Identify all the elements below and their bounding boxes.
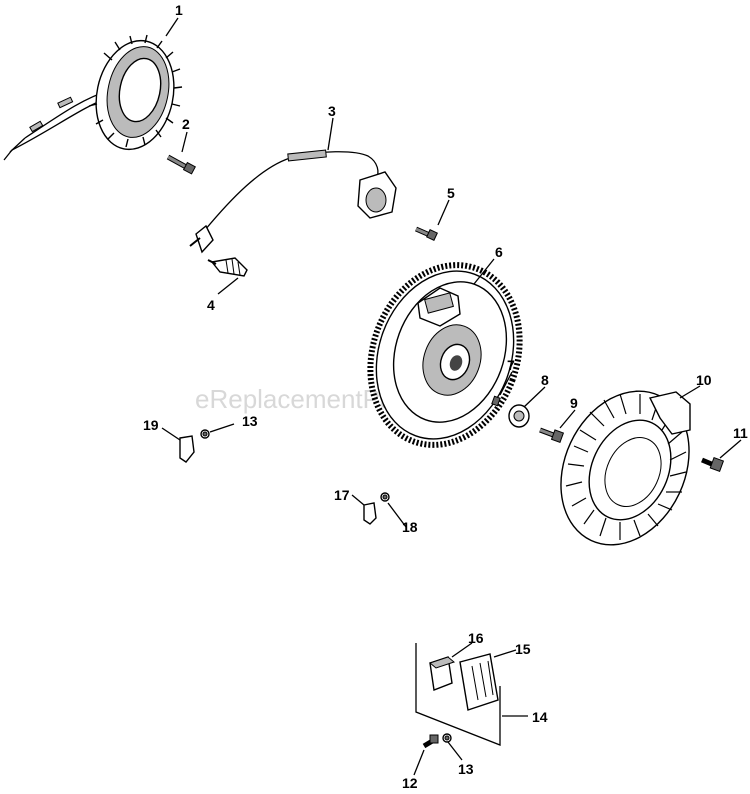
nut-part-13-lower[interactable] bbox=[442, 733, 452, 743]
callout-18: 18 bbox=[402, 519, 418, 535]
nut-part-18[interactable] bbox=[380, 492, 390, 502]
screw-part-12[interactable] bbox=[422, 734, 439, 749]
bolt-part-9[interactable] bbox=[539, 427, 565, 444]
callout-10: 10 bbox=[696, 372, 712, 388]
washer-part-8[interactable] bbox=[508, 404, 530, 428]
bracket-part-19[interactable] bbox=[179, 435, 195, 463]
screw-part-5[interactable] bbox=[414, 226, 438, 241]
callout-12: 12 bbox=[402, 775, 418, 791]
callout-17: 17 bbox=[334, 487, 350, 503]
key-part-7[interactable] bbox=[491, 395, 501, 407]
callout-2: 2 bbox=[182, 116, 190, 132]
flywheel-part[interactable] bbox=[346, 244, 544, 466]
callout-15: 15 bbox=[515, 641, 531, 657]
bolt-part-11[interactable] bbox=[701, 456, 725, 472]
bracket-part-17[interactable] bbox=[363, 502, 377, 525]
regulator-kit-frame bbox=[415, 643, 501, 746]
leader-lines bbox=[161, 17, 742, 776]
stator-part[interactable] bbox=[3, 33, 184, 161]
nut-part-13-upper[interactable] bbox=[200, 429, 210, 439]
callout-13-lower: 13 bbox=[458, 761, 474, 777]
callout-4: 4 bbox=[207, 297, 215, 313]
callout-19: 19 bbox=[143, 417, 159, 433]
ignition-module-part[interactable] bbox=[189, 149, 397, 254]
callout-6: 6 bbox=[495, 244, 503, 260]
regulator-part-15[interactable] bbox=[459, 653, 499, 711]
spark-plug-part[interactable] bbox=[207, 257, 248, 277]
screw-part-2[interactable] bbox=[166, 154, 196, 175]
fan-part[interactable] bbox=[537, 370, 713, 566]
callout-8: 8 bbox=[541, 372, 549, 388]
callout-5: 5 bbox=[447, 185, 455, 201]
callout-1: 1 bbox=[175, 2, 183, 18]
callout-16: 16 bbox=[468, 630, 484, 646]
callout-3: 3 bbox=[328, 103, 336, 119]
callout-14: 14 bbox=[532, 709, 548, 725]
callout-7: 7 bbox=[507, 357, 515, 373]
callout-11: 11 bbox=[733, 425, 748, 441]
callout-9: 9 bbox=[570, 395, 578, 411]
connector-part-16[interactable] bbox=[428, 656, 456, 691]
callout-13-upper: 13 bbox=[242, 413, 258, 429]
